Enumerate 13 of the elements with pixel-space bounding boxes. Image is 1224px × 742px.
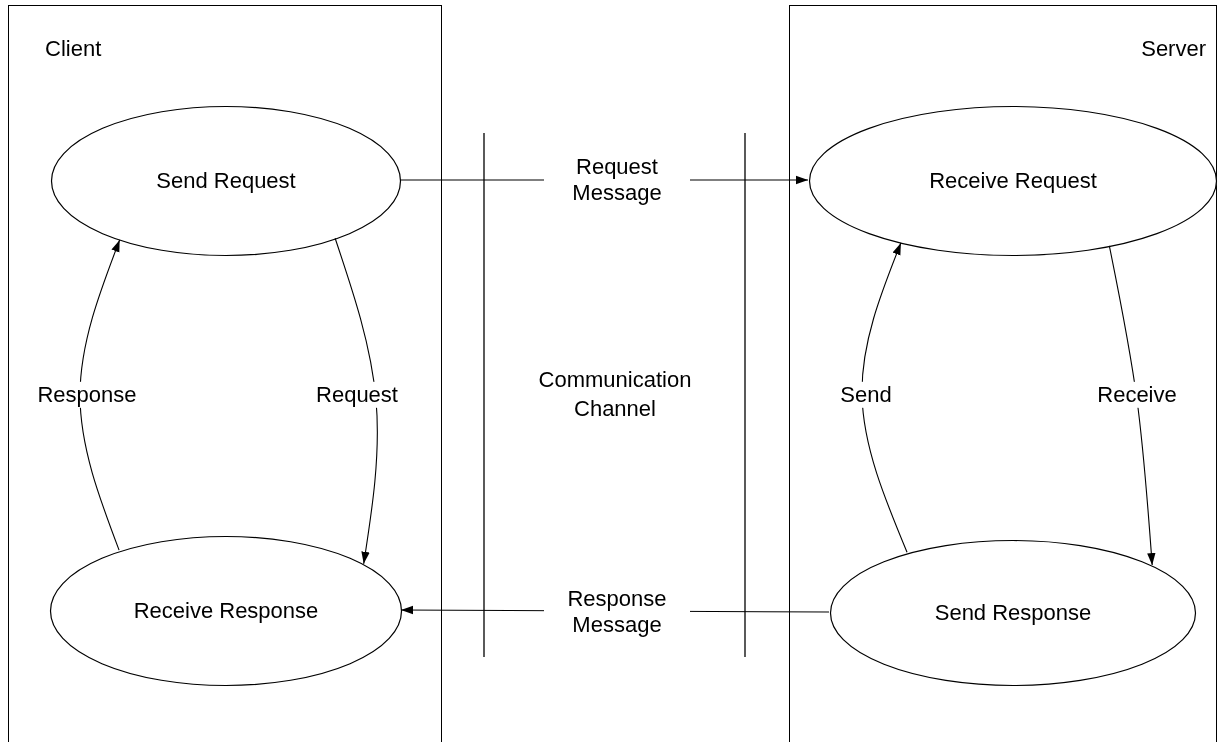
arrow — [861, 242, 908, 553]
lane-box — [8, 5, 442, 742]
node-label: Send Request — [156, 168, 296, 193]
lane-title: Server — [1141, 36, 1206, 62]
arrow — [334, 237, 378, 565]
arrow — [1108, 245, 1156, 566]
node-label: Send Response — [934, 600, 1092, 625]
node-label: Receive Request — [929, 168, 1097, 193]
node-label: Receive Response — [133, 598, 319, 623]
lane-box — [789, 5, 1217, 742]
arrow — [79, 239, 121, 551]
channel-label: Communication Channel — [537, 366, 693, 423]
lane-title: Client — [45, 36, 102, 62]
